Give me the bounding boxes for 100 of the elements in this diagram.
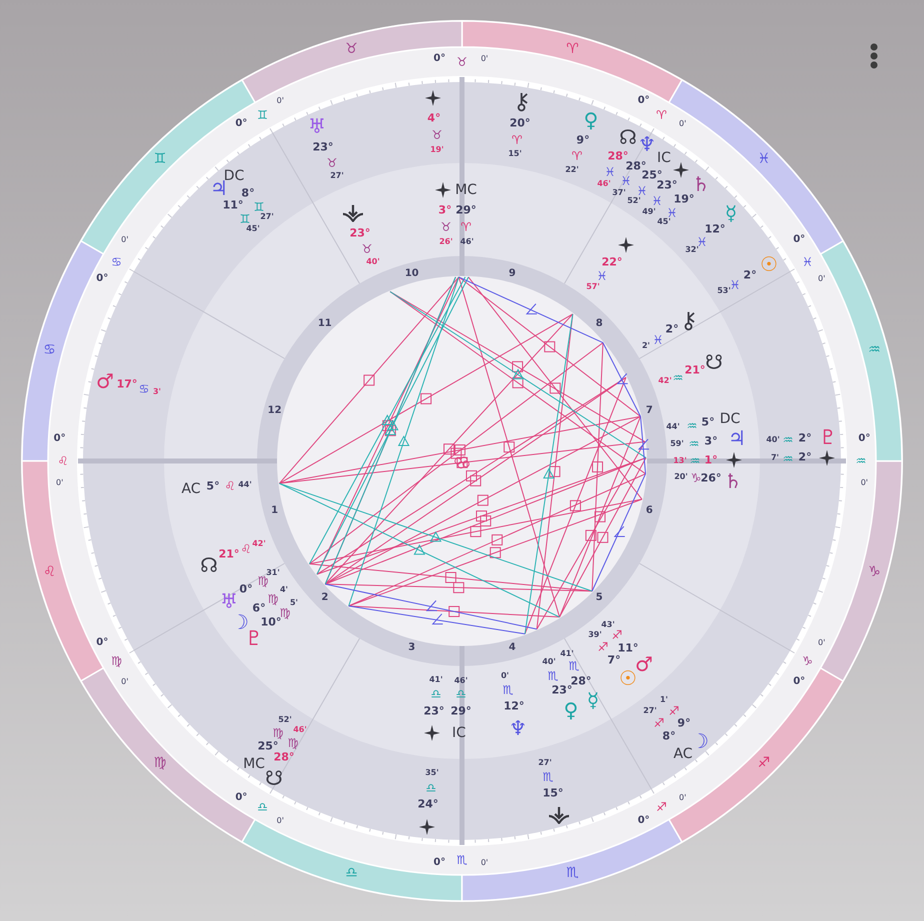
minute-label: 42' <box>252 540 266 548</box>
minute-label: 46' <box>454 677 468 685</box>
zodiac-sign: ♒ <box>782 453 794 465</box>
minute-label: 31' <box>266 569 280 577</box>
degree-label: 26° <box>700 472 722 484</box>
planet-symbol: ♄ <box>724 471 742 491</box>
minute-label: 57' <box>586 283 600 291</box>
planet-symbol: ☿ <box>586 690 600 710</box>
minute-label: 0' <box>860 479 868 488</box>
degree-label: 28° <box>274 752 294 762</box>
degree-label: 23° <box>552 684 572 696</box>
angle-label: IC <box>452 726 466 740</box>
planet-symbol: ☿ <box>724 203 738 223</box>
zodiac-sign: ♓ <box>666 207 678 219</box>
minute-label: 45' <box>657 218 671 226</box>
zodiac-sign: ♌ <box>58 455 68 467</box>
zodiac-sign: ♎ <box>456 688 466 700</box>
degree-label: 2° <box>665 324 679 334</box>
degree-label: 0° <box>434 858 446 868</box>
minute-label: 15' <box>508 150 522 158</box>
zodiac-sign: ♏ <box>548 670 558 682</box>
minute-label: 46' <box>293 726 307 734</box>
minute-label: 39' <box>588 631 602 639</box>
zodiac-sign: ♓ <box>636 185 648 197</box>
planet-symbol: ♀ <box>564 700 578 720</box>
zodiac-sign: ♍ <box>111 654 122 666</box>
minute-label: 37' <box>612 189 626 197</box>
zodiac-sign: ♎ <box>426 782 436 794</box>
planet-symbol: ♂ <box>96 371 114 391</box>
zodiac-sign: ♓ <box>620 175 632 187</box>
degree-label: 8° <box>662 730 676 742</box>
planet-symbol: ♅ <box>308 116 326 136</box>
zodiac-sign: ♐ <box>656 800 667 813</box>
planet-symbol: ☋ <box>705 352 723 372</box>
minute-label: 0' <box>480 859 488 868</box>
zodiac-sign: ♓ <box>696 236 708 248</box>
zodiac-sign: ♏ <box>568 660 580 672</box>
degree-label: 23° <box>656 180 678 190</box>
minute-label: 40' <box>766 436 780 444</box>
degree-label: 2° <box>743 270 757 280</box>
planet-symbol: ☽ <box>691 731 709 751</box>
degree-label: 22° <box>602 256 622 268</box>
minute-label: 0' <box>679 120 686 128</box>
degree-label: 25° <box>258 740 278 752</box>
degree-label: 21° <box>218 548 240 560</box>
degree-label: 0° <box>858 434 870 444</box>
degree-label: 23° <box>350 228 370 238</box>
planet-symbol: ☉ <box>760 254 778 274</box>
planet-symbol: ♇ <box>819 427 837 447</box>
zodiac-sign: ♑ <box>690 472 702 484</box>
degree-label: 17° <box>116 378 138 390</box>
degree-label: 2° <box>798 452 812 462</box>
angle-label: DC <box>224 169 244 183</box>
planet-symbol: ☉ <box>619 668 637 688</box>
minute-label: 59' <box>670 440 684 448</box>
zodiac-sign: ♉ <box>456 56 468 68</box>
degree-label: 23° <box>424 706 444 716</box>
zodiac-sign: ♑ <box>868 564 881 579</box>
degree-label: 0° <box>235 118 248 129</box>
degree-label: 8° <box>241 188 255 198</box>
minute-label: 44' <box>238 481 252 489</box>
minute-label: 27' <box>643 707 657 715</box>
zodiac-sign: ♐ <box>612 629 622 641</box>
minute-label: 4' <box>280 586 288 594</box>
minute-label: 0' <box>501 672 509 680</box>
minute-label: 41' <box>429 676 443 684</box>
zodiac-sign: ♊ <box>257 109 268 122</box>
zodiac-sign: ♋ <box>111 256 122 268</box>
planet-symbol: ♀ <box>584 110 598 130</box>
minute-label: 22' <box>565 166 579 174</box>
zodiac-sign: ♓ <box>758 152 770 166</box>
degree-label: 7° <box>607 654 621 666</box>
minute-label: 46' <box>460 238 474 246</box>
minute-label: 42' <box>658 377 672 385</box>
minute-label: 7' <box>771 454 779 462</box>
zodiac-sign: ♍ <box>154 756 166 770</box>
degree-label: 0° <box>793 676 806 687</box>
minute-label: 45' <box>246 225 260 233</box>
house-number: 6 <box>646 506 653 516</box>
minute-label: 0' <box>276 97 284 106</box>
minute-label: 5' <box>290 599 298 607</box>
house-number: 1 <box>271 506 278 516</box>
planet-symbol: ♆ <box>638 134 656 154</box>
zodiac-sign: ♈ <box>460 221 472 233</box>
minute-label: 0' <box>276 816 284 825</box>
minute-label: 49' <box>642 208 656 216</box>
degree-label: 9° <box>576 134 590 146</box>
degree-label: 11° <box>222 200 244 210</box>
degree-label: 29° <box>456 204 476 216</box>
degree-label: 0° <box>239 584 253 594</box>
angle-label: AC <box>673 747 693 761</box>
planet-symbol: ♅ <box>220 591 238 611</box>
zodiac-sign: ♒ <box>672 372 684 384</box>
zodiac-sign: ♎ <box>257 800 268 813</box>
house-number: 5 <box>596 593 603 604</box>
zodiac-sign: ♊ <box>154 152 166 166</box>
minute-label: 35' <box>425 769 439 777</box>
minute-label: 44' <box>666 423 680 431</box>
degree-label: 25° <box>642 170 662 180</box>
house-number: 7 <box>646 406 653 416</box>
